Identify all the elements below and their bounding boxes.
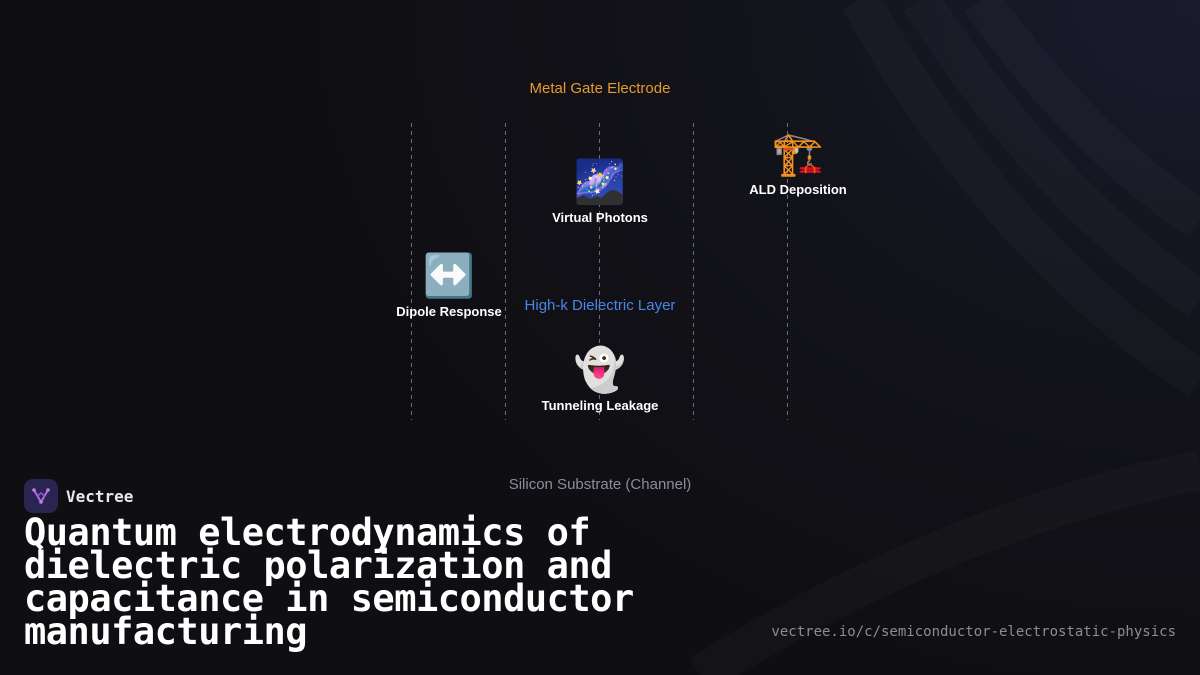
- tunneling-leakage-node: 👻 Tunneling Leakage: [520, 346, 680, 413]
- construction-crane-icon: 🏗️: [771, 130, 825, 177]
- tunneling-leakage-label: Tunneling Leakage: [541, 398, 659, 413]
- ghost-icon: 👻: [573, 346, 627, 393]
- virtual-photons-label: Virtual Photons: [552, 210, 648, 225]
- metal-gate-label: Metal Gate Electrode: [529, 80, 671, 97]
- brand: Vectree: [24, 479, 133, 513]
- galaxy-icon: 🌌: [573, 158, 627, 205]
- left-right-arrow-icon: ↔️: [422, 252, 476, 299]
- virtual-photons-node: 🌌 Virtual Photons: [520, 158, 680, 225]
- dipole-response-label: Dipole Response: [396, 304, 502, 319]
- vectree-logo-icon: [24, 479, 58, 513]
- silicon-substrate-label: Silicon Substrate (Channel): [508, 476, 692, 493]
- high-k-dielectric-label: High-k Dielectric Layer: [524, 297, 676, 314]
- ald-deposition-node: 🏗️ ALD Deposition: [718, 130, 878, 197]
- ald-deposition-label: ALD Deposition: [749, 182, 847, 197]
- page-url: vectree.io/c/semiconductor-electrostatic…: [771, 624, 1176, 640]
- page-title: Quantum electrodynamics of dielectric po…: [24, 511, 634, 653]
- brand-name: Vectree: [66, 486, 134, 506]
- dipole-response-node: ↔️ Dipole Response: [369, 252, 529, 319]
